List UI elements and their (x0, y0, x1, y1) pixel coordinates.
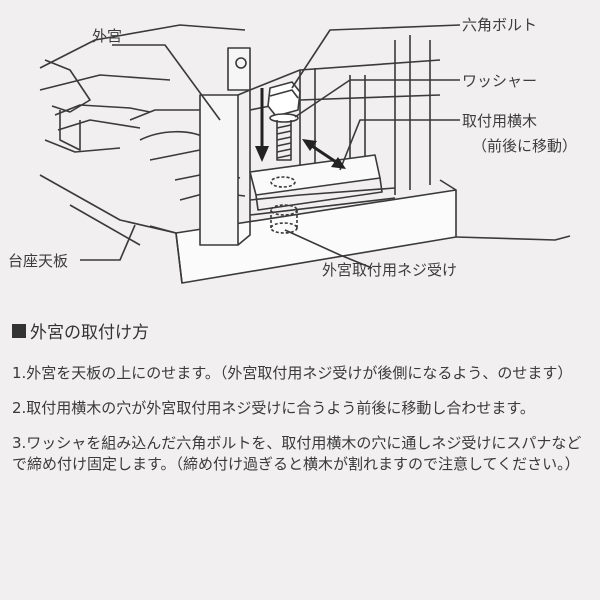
label-crossbar: 取付用横木 (462, 112, 537, 130)
label-crossbar-note: （前後に移動） (472, 137, 577, 155)
step-3: 3.ワッシャを組み込んだ六角ボルトを、取付用横木の穴に通しネジ受けにスパナなどで… (12, 434, 582, 473)
step-1: 1.外宮を天板の上にのせます。（外宮取付用ネジ受けが後側になるよう、のせます） (12, 364, 573, 382)
base-board (39, 174, 571, 284)
front-back-arrow (302, 139, 346, 169)
shrine-body (199, 35, 441, 246)
instructions: 外宮の取付け方 1.外宮を天板の上にのせます。（外宮取付用ネジ受けが後側になるよ… (12, 318, 592, 489)
step-2: 2.取付用横木の穴が外宮取付用ネジ受けに合うよう前後に移動し合わせます。 (12, 399, 535, 417)
label-screw-receiver: 外宮取付用ネジ受け (322, 261, 457, 279)
label-hex-bolt: 六角ボルト (462, 16, 537, 34)
label-outer-shrine: 外宮 (92, 27, 122, 45)
label-washer: ワッシャー (462, 72, 537, 90)
down-arrow (255, 88, 269, 162)
square-bullet-icon (12, 323, 26, 338)
instructions-heading: 外宮の取付け方 (12, 318, 592, 343)
screw-receiver (270, 204, 298, 234)
label-base-top: 台座天板 (8, 252, 68, 270)
hex-bolt (267, 81, 301, 161)
heading-text: 外宮の取付け方 (30, 323, 149, 343)
shrine-roof-left (39, 24, 246, 201)
assembly-diagram: 外宮 六角ボルト ワッシャー 取付用横木 （前後に移動） 台座天板 外宮取付用ネ… (8, 16, 577, 284)
